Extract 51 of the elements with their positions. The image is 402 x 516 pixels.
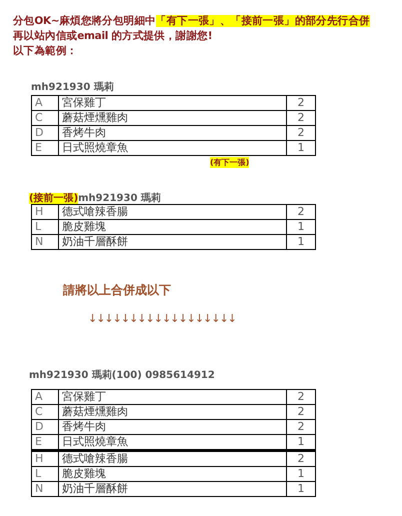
table-cell: 脆皮雞塊	[58, 466, 286, 482]
table-cell: 2	[286, 390, 316, 404]
table-cell: 2	[286, 204, 316, 220]
table-cell: E	[32, 140, 58, 156]
highlighted-note: (有下一張)	[210, 157, 250, 168]
table-cell: 1	[286, 234, 316, 250]
table-cell: 奶油千層酥餅	[58, 482, 286, 496]
table-cell: A	[32, 96, 58, 110]
table-cell: 1	[286, 466, 316, 482]
table-cell: 德式嗆辣香腸	[58, 450, 286, 466]
table-cell: A	[32, 390, 58, 404]
table-cell: 2	[286, 110, 316, 126]
table-cell: C	[32, 110, 58, 126]
table-cell: 香烤牛肉	[58, 420, 286, 434]
intro-text: 以下為範例：	[13, 44, 78, 59]
table-cell: 宮保雞丁	[58, 390, 286, 404]
table-cell: 1	[286, 140, 316, 156]
table-cell: C	[32, 404, 58, 420]
order-heading: mh921930 瑪莉	[31, 80, 114, 94]
table-cell: 2	[286, 404, 316, 420]
table-cell: D	[32, 126, 58, 140]
table-cell: H	[32, 450, 58, 466]
table-cell: 2	[286, 450, 316, 466]
table-cell: 奶油千層酥餅	[58, 234, 286, 250]
table-cell: 2	[286, 96, 316, 110]
table-cell: L	[32, 220, 58, 234]
table-cell: 1	[286, 482, 316, 496]
order-heading: mh921930 瑪莉	[78, 193, 161, 204]
highlighted-text: 「有下一張」、「接前一張」的部分先行合併	[156, 15, 370, 27]
intro-text: 分包OK~麻煩您將分包明細中	[13, 15, 156, 27]
down-arrows: ↓↓↓↓↓↓↓↓↓↓↓↓↓↓↓↓↓↓	[88, 312, 236, 325]
table-cell: N	[32, 234, 58, 250]
table-cell: 2	[286, 420, 316, 434]
table-cell: D	[32, 420, 58, 434]
table-cell: 蘑菇煙燻雞肉	[58, 110, 286, 126]
table-cell: 德式嗆辣香腸	[58, 204, 286, 220]
table-cell: E	[32, 434, 58, 450]
instruction-text: 請將以上合併成以下	[63, 282, 171, 299]
highlighted-note: (接前一張)	[29, 193, 78, 204]
intro-text: 再以站內信或email 的方式提供，謝謝您!	[13, 29, 214, 44]
order-heading: mh921930 瑪莉(100) 0985614912	[29, 368, 215, 382]
table-cell: 蘑菇煙燻雞肉	[58, 404, 286, 420]
table-cell: 日式照燒章魚	[58, 140, 286, 156]
table-cell: N	[32, 482, 58, 496]
table-cell: 1	[286, 220, 316, 234]
table-cell: L	[32, 466, 58, 482]
table-cell: 宮保雞丁	[58, 96, 286, 110]
table-cell: 2	[286, 126, 316, 140]
table-cell: H	[32, 204, 58, 220]
table-cell: 脆皮雞塊	[58, 220, 286, 234]
table-cell: 香烤牛肉	[58, 126, 286, 140]
